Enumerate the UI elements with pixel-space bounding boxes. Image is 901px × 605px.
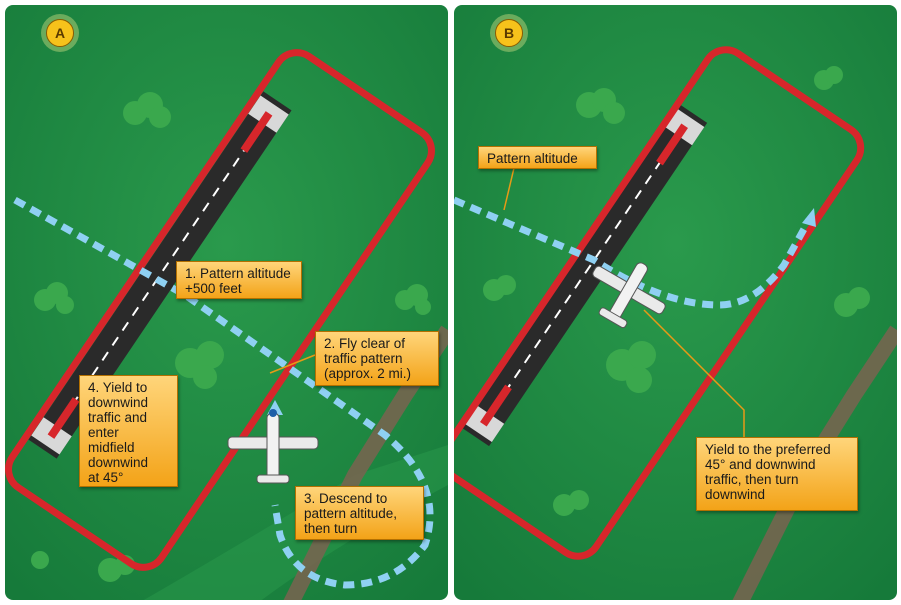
panel-divider	[450, 5, 451, 600]
leader-line	[643, 309, 745, 437]
panel-badge: A	[46, 19, 74, 47]
leader-line	[269, 354, 316, 374]
pattern-altitude-label: Pattern altitude	[478, 146, 597, 169]
runway	[460, 103, 708, 447]
yield-label: 4. Yield to downwind traffic and enter m…	[79, 375, 178, 487]
airplane-icon	[592, 262, 666, 329]
tree-icon	[606, 341, 656, 393]
flight-path	[13, 196, 434, 589]
tree-icon	[834, 287, 870, 317]
descend-label: 3. Descend to pattern altitude, then tur…	[295, 486, 424, 540]
panel-a-diagram	[5, 5, 448, 600]
panel-b: B Pattern altitude Yield to the preferre…	[454, 5, 897, 600]
tree-icon	[576, 88, 625, 124]
fly-clear-label: 2. Fly clear of traffic pattern (approx.…	[315, 331, 439, 386]
panel-a: A 1. Pattern altitude +500 feet 2. Fly c…	[5, 5, 448, 600]
arrow-head-icon	[802, 208, 816, 227]
panel-b-diagram	[454, 5, 897, 600]
traffic-pattern	[5, 49, 435, 571]
tree-icon	[483, 275, 516, 301]
tree-icon	[175, 341, 224, 389]
tree-icon	[123, 92, 171, 128]
panel-badge: B	[495, 19, 523, 47]
runway	[28, 91, 292, 459]
airplane-icon	[227, 409, 319, 484]
tree-icon	[553, 490, 589, 516]
pattern-altitude-label: 1. Pattern altitude +500 feet	[176, 261, 302, 299]
tree-icon	[814, 66, 843, 90]
tree-icon	[395, 284, 431, 315]
yield-label: Yield to the preferred 45° and downwind …	[696, 437, 858, 511]
leader-line	[503, 167, 515, 211]
tree-icon	[34, 282, 74, 314]
flight-path	[454, 196, 813, 309]
